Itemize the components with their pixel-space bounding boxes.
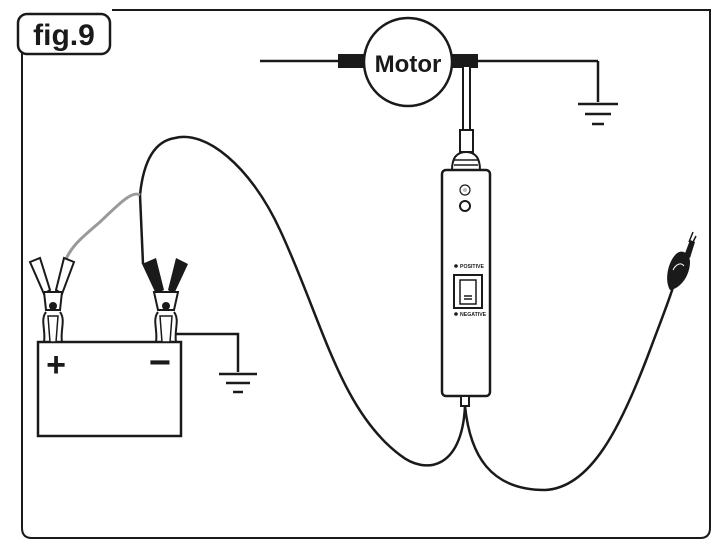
- battery-negative-terminal-label: −: [149, 342, 171, 384]
- figure-label: fig.9: [16, 12, 112, 56]
- figure-frame: [21, 9, 711, 539]
- battery: + −: [36, 340, 183, 438]
- ground-symbol-motor: [578, 102, 618, 126]
- switch-positive-label: POSITIVE: [460, 264, 484, 270]
- negative-battery-clip: [142, 258, 188, 343]
- battery-body: [36, 340, 183, 438]
- ground-symbol-battery: [219, 372, 257, 394]
- probe-power-switch: [453, 274, 483, 309]
- positive-lead-wire: [62, 192, 141, 265]
- auxiliary-alligator-clip: [667, 231, 697, 290]
- probe-lead-to-clip: [463, 283, 676, 492]
- battery-positive-terminal-label: +: [46, 346, 66, 384]
- motor-label: Motor: [375, 51, 442, 78]
- battery-ground-wire: [176, 332, 240, 372]
- positive-battery-clip: [28, 256, 76, 343]
- probe-tester: POSITIVE NEGATIVE: [440, 60, 492, 407]
- probe-button-icon: [459, 200, 471, 212]
- motor-terminal-left: [338, 54, 364, 68]
- motor-circuit: Motor: [260, 16, 600, 108]
- figure-label-text: fig.9: [33, 19, 95, 52]
- probe-lead-to-battery: [138, 135, 467, 467]
- probe-tip: [462, 65, 471, 131]
- switch-negative-label: NEGATIVE: [460, 312, 487, 318]
